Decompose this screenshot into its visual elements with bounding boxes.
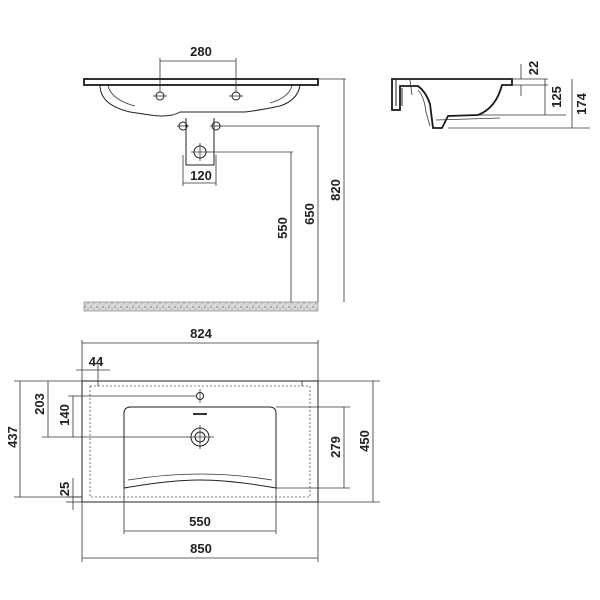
front-view: 280 120 550 650 820 bbox=[83, 44, 346, 312]
basin-top-slab bbox=[83, 78, 319, 86]
floor bbox=[83, 301, 319, 312]
dim-waste-offset: 120 bbox=[190, 168, 212, 183]
dim-inner-width: 824 bbox=[190, 326, 212, 341]
waste-drain bbox=[186, 425, 214, 449]
dim-overflow-height: 650 bbox=[302, 203, 317, 225]
dim-bowl-depth-top: 279 bbox=[328, 436, 343, 458]
dim-front-margin: 25 bbox=[57, 482, 72, 496]
side-profile-outer bbox=[391, 78, 513, 129]
tap-hole-right bbox=[229, 91, 243, 101]
dim-rim-thickness: 22 bbox=[526, 61, 541, 75]
dim-total-depth: 437 bbox=[5, 426, 20, 448]
dim-total-width: 850 bbox=[190, 541, 212, 556]
dim-waste-height: 550 bbox=[275, 217, 290, 239]
dim-outer-depth: 450 bbox=[357, 430, 372, 452]
bowl-outline bbox=[123, 406, 277, 489]
dim-bowl-width: 550 bbox=[189, 514, 211, 529]
dim-total-height: 820 bbox=[328, 179, 343, 201]
dim-tap-spacing: 280 bbox=[190, 44, 212, 59]
dim-tap-to-back: 203 bbox=[32, 393, 47, 415]
dim-bowl-depth: 125 bbox=[549, 86, 564, 108]
hidden-edge bbox=[89, 385, 311, 498]
waste-pipe bbox=[185, 118, 215, 166]
basin-outline bbox=[81, 380, 319, 503]
basin-bowl-outline bbox=[99, 84, 301, 117]
dim-tap-to-waste: 140 bbox=[57, 404, 72, 426]
side-view: 22 125 174 bbox=[391, 61, 590, 129]
dim-side-margin: 44 bbox=[89, 354, 104, 369]
top-view: 824 44 203 140 437 25 279 450 bbox=[5, 326, 380, 562]
dim-total-height-side: 174 bbox=[574, 92, 589, 114]
tap-hole-left bbox=[153, 91, 167, 101]
